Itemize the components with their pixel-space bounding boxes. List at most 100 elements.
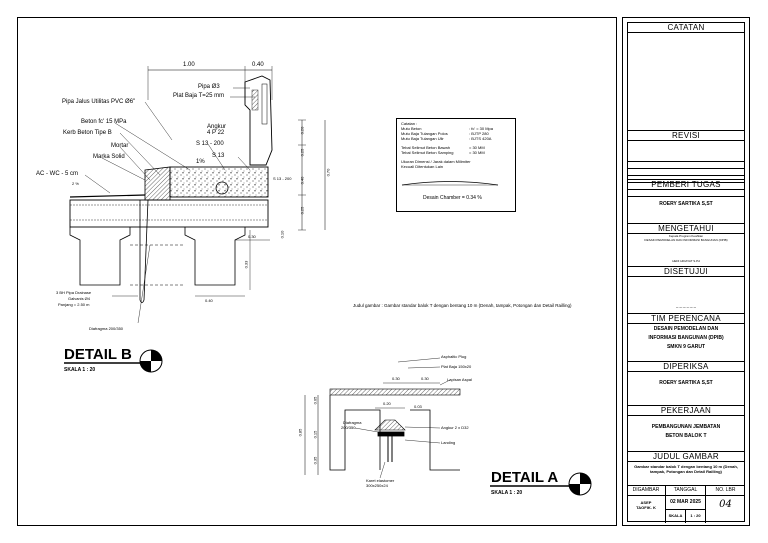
tanggal-label: TANGGAL xyxy=(673,487,698,493)
catatan-header: CATATAN xyxy=(627,22,745,33)
label-angkur-a: Angkur 2 x D32 xyxy=(441,425,469,430)
tim-perencana-header: TIM PERENCANA xyxy=(627,313,745,324)
dim-033: 0.33 xyxy=(243,260,249,269)
date-value: 02 MAR 2025 xyxy=(670,499,701,505)
digambar-label: DIGAMBAR xyxy=(632,487,660,493)
label-karet-1: Karet elastomer xyxy=(366,478,395,483)
mengetahui-header: MENGETAHUI xyxy=(627,223,745,234)
notes-row: Kecuali Ditentukan Lain xyxy=(401,164,444,169)
dim-025b: 0.25 xyxy=(299,206,305,215)
chamber-diagram xyxy=(401,181,499,186)
drawing-frame xyxy=(17,17,617,526)
dim-040-bot: 0.40 xyxy=(205,298,213,303)
dim-085: 0.85 xyxy=(297,428,303,437)
drafter-name-2: TAOFIK. K xyxy=(636,505,656,510)
dim-020: 0.20 xyxy=(299,126,305,135)
skala-value: 1 : 20 xyxy=(690,513,701,518)
label-landing: Landing xyxy=(441,440,456,445)
diperiksa-header: DIPERIKSA xyxy=(627,361,745,372)
label-diafragma-a: Diafragma xyxy=(343,420,362,425)
detail-b-drawing xyxy=(69,66,326,324)
mengetahui-sub: Kepala Program Keahlian xyxy=(668,234,704,238)
dim-025a: 0.25 xyxy=(299,148,305,157)
dim-030a: 0.30 xyxy=(392,376,400,381)
dim-020-a: 0.20 xyxy=(383,401,391,406)
notes-row: Ukuran Dimensi / Jarak dalam Milimiter xyxy=(401,159,471,164)
revisi-header: REVISI xyxy=(627,130,745,141)
detail-a-drawing xyxy=(304,357,461,479)
judul-gambar-text: Judul gambar : Gambar standar balok T de… xyxy=(353,303,572,308)
dim-040-mid: 0.40 xyxy=(299,176,305,185)
drafter-name-1: ASEP xyxy=(640,500,652,505)
label-drainase-3: Panjang = 2.50 m xyxy=(58,302,90,307)
dim-010: 0.10 xyxy=(279,230,285,239)
label-pipa-jalur: Pipa Jalus Utilitas PVC Ø6" xyxy=(62,99,136,105)
notes-row: Catatan : xyxy=(401,121,418,126)
dim-030: 0.30 xyxy=(248,234,256,239)
chamber-label: Desain Chamber = 0.34 % xyxy=(423,195,482,201)
label-plat-baja: Plat Baja T=25 mm xyxy=(173,93,225,99)
label-drainase-2: Galvanis Ø4 xyxy=(68,296,91,301)
tim-line-1: DESAIN PEMODELAN DAN xyxy=(653,326,719,332)
dim-070: 0.70 xyxy=(325,168,331,177)
notes-row: Tebal Selimut Beton Samping= 30 MM xyxy=(401,150,485,155)
detail-a-title: DETAIL A xyxy=(491,469,559,486)
dim-005: 0.05 xyxy=(312,396,318,405)
pekerjaan-header: PEKERJAAN xyxy=(627,405,745,416)
label-s13-200-a: S 13 - 200 xyxy=(196,141,224,147)
label-pct1: 1% xyxy=(196,159,205,165)
notes-row: Mutu Baja Tulangan Ulir: BJTS 420A xyxy=(401,136,492,141)
label-beton: Beton fc' 15 MPa xyxy=(81,119,127,125)
mengetahui-sub2: DESAIN PEMODELAN DAN INFORMASI BANGUNAN … xyxy=(644,238,728,242)
notes-box: Catatan : Mutu Beton: fc' = 30 Mpa Mutu … xyxy=(396,118,516,212)
label-diafragma-size: 200/350 xyxy=(341,425,356,430)
label-diafragma: Diafragma 200/350 xyxy=(89,326,124,331)
judul-gambar-desc: Gambar standar balok T dengan bentang 10… xyxy=(634,464,738,474)
label-drainase-1: 3 BH Pipa Drainase xyxy=(56,290,92,295)
label-pipa: Pipa Ø3 xyxy=(198,84,220,90)
tim-line-3: SMKN 9 GARUT xyxy=(666,344,706,350)
detail-a-scale: SKALA 1 : 20 xyxy=(491,490,523,496)
notes-row: Mutu Baja Tulangan Polos: BJTP 280 xyxy=(401,131,489,136)
dim-040-top: 0.40 xyxy=(252,62,264,68)
label-asphalt: Asphaltic Plug xyxy=(441,354,467,359)
title-block: CATATAN REVISI PEMBERI TUGAS ROERY SARTI… xyxy=(622,17,750,526)
dim-030b: 0.30 xyxy=(421,376,429,381)
pemberi-tugas-header: PEMBERI TUGAS xyxy=(627,179,745,190)
label-ac-wc: AC - WC - 5 cm xyxy=(36,171,78,177)
label-s13: S 13 xyxy=(212,153,225,159)
tim-line-2: INFORMASI BANGUNAN (DPIB) xyxy=(648,335,724,341)
label-marka: Marka Solid xyxy=(93,154,125,160)
label-pct2: 2 % xyxy=(72,181,79,186)
detail-b-symbol xyxy=(64,349,163,373)
disetujui-dots: ............... xyxy=(675,304,697,310)
dim-003: 0.03 xyxy=(414,404,422,409)
dim-035: 0.35 xyxy=(312,456,318,465)
judul-gambar-header: JUDUL GAMBAR xyxy=(627,451,745,462)
pekerjaan-line-2: BETON BALOK T xyxy=(665,433,707,439)
sheet-number: 04 xyxy=(719,499,732,510)
notes-row: Mutu Beton: fc' = 30 Mpa xyxy=(401,126,493,131)
label-s13-200-b: S 13 - 200 xyxy=(273,176,292,181)
label-angkur-size: 4 P 22 xyxy=(207,130,225,136)
disetujui-header: DISETUJUI xyxy=(627,266,745,277)
diperiksa-name: ROERY SARTIKA S,ST xyxy=(659,380,713,386)
dim-015: 0.15 xyxy=(312,430,318,439)
label-plat-baja-a: Plat Baja 150x20 xyxy=(441,364,472,369)
mengetahui-nip: HEDI HIDAYAT S.Pd xyxy=(672,259,700,263)
label-karet-2: 300x250x24 xyxy=(366,483,388,488)
pemberi-tugas-name: ROERY SARTIKA S,ST xyxy=(659,201,713,207)
detail-b-title: DETAIL B xyxy=(64,346,132,363)
pekerjaan-line-1: PEMBANGUNAN JEMBATAN xyxy=(651,424,721,430)
no-lbr-label: NO. LBR xyxy=(715,487,736,493)
footer-grid: DIGAMBAR TANGGAL NO. LBR ASEP TAOFIK. K … xyxy=(627,485,745,523)
label-angkur: Angkur xyxy=(207,124,227,130)
label-kerb: Kerb Beton Tipe B xyxy=(63,130,112,136)
label-mortar: Mortar xyxy=(111,143,129,149)
dim-100: 1.00 xyxy=(183,62,195,68)
label-lapisan: Lapisan Aspal xyxy=(447,377,472,382)
detail-a-symbol xyxy=(490,472,592,496)
detail-b-scale: SKALA 1 : 20 xyxy=(64,367,96,373)
skala-label: SKALA xyxy=(668,513,683,518)
